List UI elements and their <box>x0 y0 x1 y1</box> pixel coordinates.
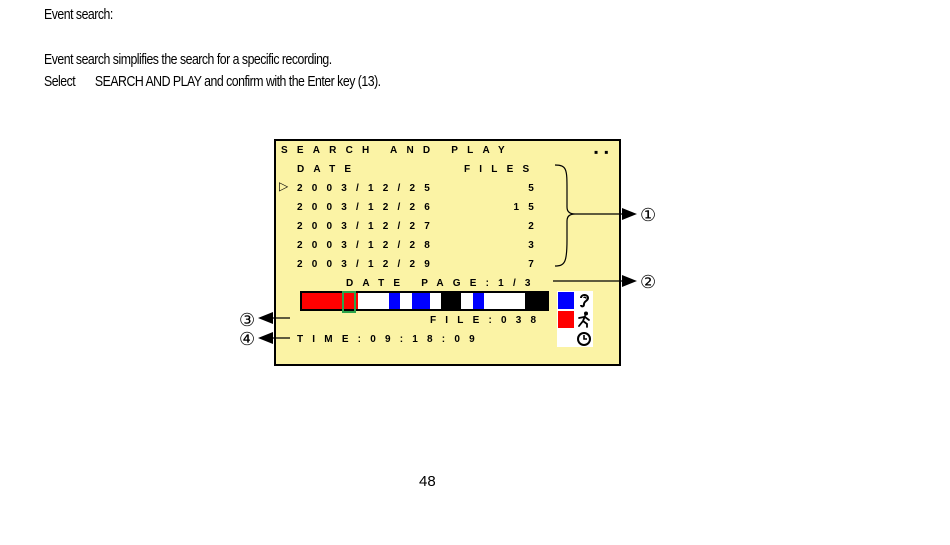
arrow-3-icon <box>258 312 273 324</box>
search-and-play-screen: SEARCH AND PLAY ▪▪ DATE FILES ▷ 2003/12/… <box>274 139 621 366</box>
date-row[interactable]: 2003/12/26 <box>297 202 440 213</box>
timeline-segment[interactable] <box>388 293 401 309</box>
intro-paragraph: Event search simplifies the search for a… <box>44 51 332 68</box>
page-number: 48 <box>419 473 436 490</box>
instruction-text: SEARCH AND PLAY and confirm with the Ent… <box>94 73 381 90</box>
status-indicator: ▪▪ <box>594 145 615 159</box>
arrow-2-icon <box>622 275 637 287</box>
date-column-header: DATE <box>297 164 361 175</box>
callout-3: ③ <box>239 310 255 331</box>
files-count: 7 <box>528 259 543 270</box>
callout-1: ① <box>640 205 656 226</box>
files-count: 5 <box>528 183 543 194</box>
timeline-segment[interactable] <box>302 293 346 309</box>
date-row[interactable]: 2003/12/29 <box>297 259 440 270</box>
clock-icon <box>577 332 591 346</box>
timeline-selection-marker[interactable] <box>342 291 356 313</box>
arrow-4-icon <box>258 332 273 344</box>
files-count: 3 <box>528 240 543 251</box>
timeline-segment[interactable] <box>525 293 547 309</box>
timeline-segment[interactable] <box>358 293 389 309</box>
timeline-segment[interactable] <box>472 293 485 309</box>
select-word: Select <box>44 73 76 90</box>
timeline-segment[interactable] <box>429 293 442 309</box>
files-count: 2 <box>528 221 543 232</box>
legend-color-box <box>558 292 574 309</box>
files-column-header: FILES <box>464 164 539 175</box>
files-brace <box>554 164 576 267</box>
timeline-segment[interactable] <box>461 293 473 309</box>
date-row[interactable]: 2003/12/25 <box>297 183 440 194</box>
recording-timeline-bar[interactable] <box>300 291 549 311</box>
legend-color-box <box>558 330 574 347</box>
callout-2: ② <box>640 272 656 293</box>
date-row[interactable]: 2003/12/28 <box>297 240 440 251</box>
files-count: 15 <box>513 202 543 213</box>
running-person-icon <box>578 311 590 328</box>
timeline-segment[interactable] <box>400 293 412 309</box>
screen-title: SEARCH AND PLAY <box>281 145 514 156</box>
arrow-1-icon <box>622 208 637 220</box>
time-label: TIME:09:18:09 <box>297 334 484 345</box>
legend-color-box <box>558 311 574 328</box>
date-page-indicator: DATE PAGE:1/3 <box>346 278 540 289</box>
row-cursor-icon: ▷ <box>279 179 289 193</box>
timeline-segment[interactable] <box>484 293 526 309</box>
date-row[interactable]: 2003/12/27 <box>297 221 440 232</box>
file-number-label: FILE:038 <box>430 315 546 326</box>
callout-4: ④ <box>239 329 255 350</box>
timeline-segment[interactable] <box>411 293 430 309</box>
timeline-segment[interactable] <box>441 293 462 309</box>
ear-icon <box>580 294 590 308</box>
section-heading: Event search: <box>44 6 113 23</box>
instruction-line: Select SEARCH AND PLAY and confirm with t… <box>44 73 381 90</box>
